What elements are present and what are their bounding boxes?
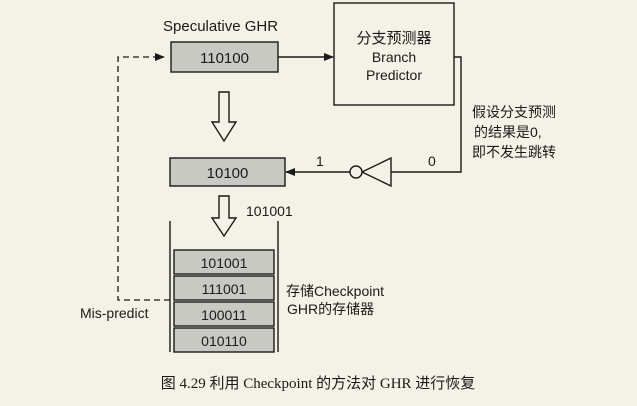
speculative-ghr-register — [170, 41, 279, 73]
stack-item-4: 010110 — [201, 333, 247, 349]
stack-slot-3 — [173, 301, 275, 327]
stack-item-3: 100011 — [201, 307, 247, 323]
assumption-line-1: 假设分支预测 — [472, 104, 556, 120]
predictor-label-cn: 分支预测器 — [356, 30, 431, 47]
ghr-value: 10100 — [207, 165, 249, 182]
predictor-label-en-1: Branch — [372, 49, 416, 65]
stack-slot-1 — [173, 249, 275, 275]
inverter-output-value: 1 — [316, 153, 324, 169]
pushed-value: 101001 — [246, 203, 293, 219]
stack-item-1: 101001 — [201, 255, 248, 271]
stack-label-line-2: GHR的存储器 — [287, 301, 374, 317]
checkpoint-push-arrow — [210, 195, 238, 238]
figure-caption: 图 4.29 利用 Checkpoint 的方法对 GHR 进行恢复 — [161, 374, 476, 392]
inverter-input-value: 0 — [428, 153, 436, 169]
inverter-bubble — [349, 165, 363, 179]
ghr-register — [169, 157, 286, 187]
stack-slot-2 — [173, 275, 275, 301]
predictor-output-wire — [391, 56, 462, 173]
mispredict-recovery-path — [117, 53, 170, 301]
speculative-ghr-label: Speculative GHR — [163, 18, 278, 35]
inverter-gate — [360, 156, 392, 188]
stack-label-line-1: 存储Checkpoint — [286, 283, 384, 299]
predictor-label-en-2: Predictor — [366, 67, 422, 83]
stack-item-2: 111001 — [202, 281, 247, 297]
assumption-line-3: 即不发生跳转 — [472, 144, 556, 160]
branch-predictor-box — [333, 2, 455, 106]
shift-down-arrow — [210, 91, 238, 143]
assumption-line-2: 的结果是0, — [474, 124, 542, 140]
mispredict-label: Mis-predict — [80, 305, 149, 321]
stack-slot-4 — [173, 327, 275, 353]
speculative-ghr-value: 110100 — [200, 50, 249, 67]
